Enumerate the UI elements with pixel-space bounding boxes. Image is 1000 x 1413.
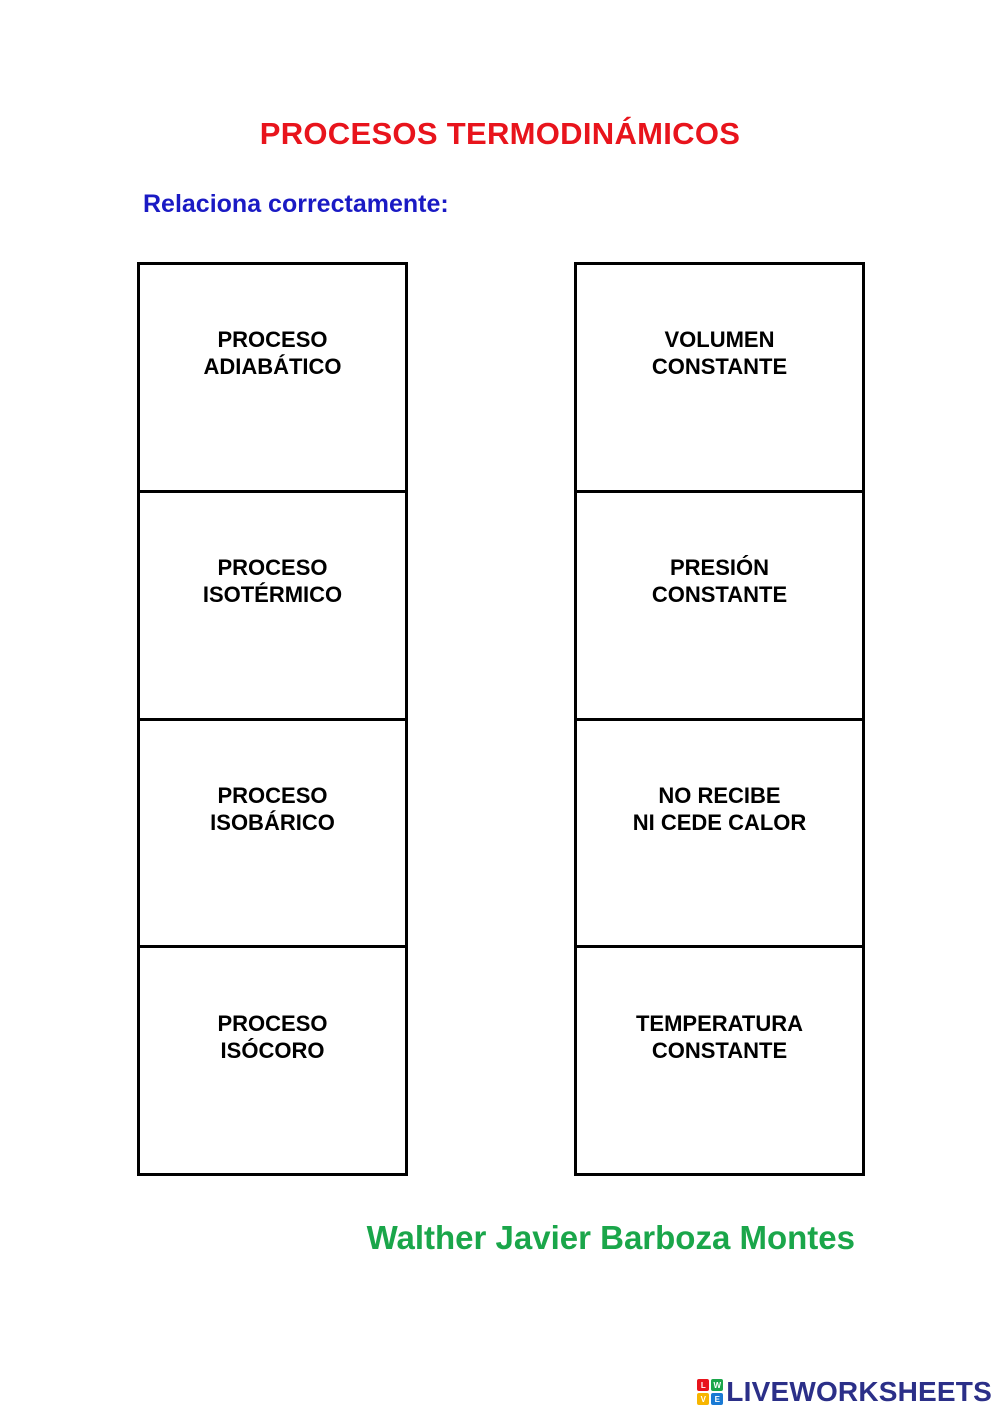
right-cell[interactable]: TEMPERATURA CONSTANTE <box>577 945 862 1173</box>
logo-tile: V <box>697 1393 710 1405</box>
right-cell-label: PRESIÓN CONSTANTE <box>651 555 788 608</box>
left-column: PROCESO ADIABÁTICO PROCESO ISOTÉRMICO PR… <box>137 262 408 1176</box>
left-cell-label: PROCESO ISOTÉRMICO <box>202 555 343 608</box>
brand-name: LIVEWORKSHEETS <box>726 1376 992 1407</box>
left-cell[interactable]: PROCESO ISÓCORO <box>140 945 405 1173</box>
logo-tile: E <box>711 1393 724 1405</box>
right-cell-label: TEMPERATURA CONSTANTE <box>635 1010 804 1063</box>
left-cell-label: PROCESO ADIABÁTICO <box>203 327 342 380</box>
liveworksheets-logo-icon: L W V E <box>697 1379 724 1405</box>
logo-tile: L <box>697 1379 710 1391</box>
brand-watermark: L W V E LIVEWORKSHEETS <box>697 1376 992 1407</box>
left-cell[interactable]: PROCESO ADIABÁTICO <box>140 265 405 490</box>
instruction-text: Relaciona correctamente: <box>143 190 449 218</box>
left-cell-label: PROCESO ISÓCORO <box>217 1010 328 1063</box>
right-cell-label: NO RECIBE NI CEDE CALOR <box>632 782 807 835</box>
page-title: PROCESOS TERMODINÁMICOS <box>259 116 741 151</box>
left-cell[interactable]: PROCESO ISOTÉRMICO <box>140 489 405 718</box>
right-cell[interactable]: PRESIÓN CONSTANTE <box>577 489 862 718</box>
author-name: Walther Javier Barboza Montes <box>366 1219 855 1256</box>
logo-tile: W <box>711 1379 724 1391</box>
left-cell-label: PROCESO ISOBÁRICO <box>210 782 335 835</box>
right-cell[interactable]: VOLUMEN CONSTANTE <box>577 265 862 490</box>
left-cell[interactable]: PROCESO ISOBÁRICO <box>140 717 405 946</box>
right-column: VOLUMEN CONSTANTE PRESIÓN CONSTANTE NO R… <box>574 262 865 1176</box>
right-cell[interactable]: NO RECIBE NI CEDE CALOR <box>577 717 862 946</box>
right-cell-label: VOLUMEN CONSTANTE <box>651 327 788 380</box>
